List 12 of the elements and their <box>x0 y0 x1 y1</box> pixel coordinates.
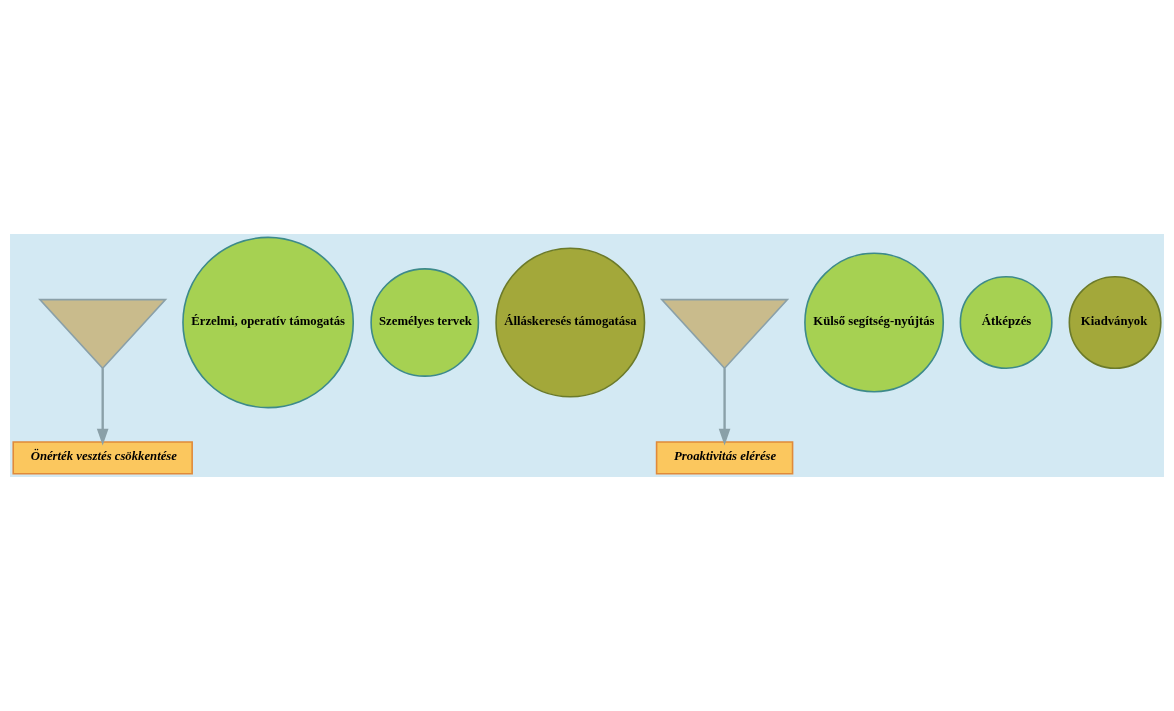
node-circle: Álláskeresés támogatása <box>495 247 646 398</box>
node-circle: Külső segítség-nyújtás <box>804 252 945 393</box>
node-circle: Személyes tervek <box>370 268 480 377</box>
arrow <box>718 368 731 446</box>
arrow <box>96 368 109 446</box>
node-circle: Kiadványok <box>1068 275 1162 369</box>
node-circle: Érzelmi, operatív támogatás <box>182 236 355 409</box>
node-funnel <box>38 298 168 370</box>
node-box: Proaktivitás elérése <box>655 441 794 475</box>
node-box: Önérték vesztés csökkentése <box>12 441 193 475</box>
node-circle: Átképzés <box>959 275 1053 369</box>
node-funnel <box>659 298 790 370</box>
